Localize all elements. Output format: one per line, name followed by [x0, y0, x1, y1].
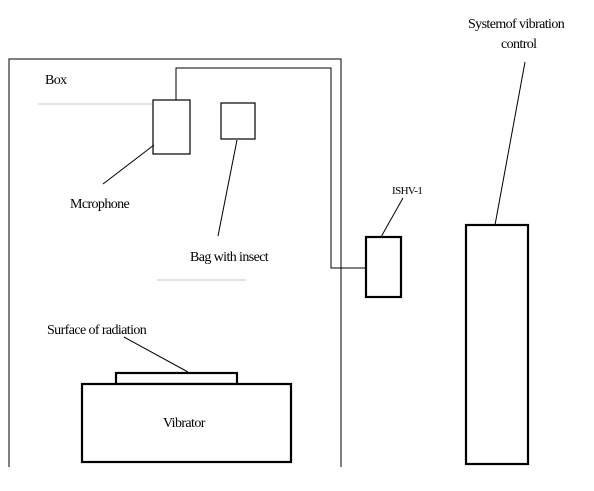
bag-pointer [217, 139, 238, 237]
ishv-1-device [364, 235, 403, 299]
surface-label: Surface of radiation [47, 323, 147, 338]
bag-with-insect [220, 102, 256, 140]
microphone [152, 99, 191, 155]
ishv-pointer [380, 197, 404, 238]
box-enclosure [8, 58, 342, 467]
system-label-line1: Systemof vibration [468, 17, 565, 32]
radiation-surface [114, 371, 239, 386]
box-label: Box [45, 73, 67, 88]
vibrator-label: Vibrator [163, 416, 206, 431]
vibrator [80, 382, 293, 464]
vibration-control-system [464, 223, 530, 466]
microphone-pointer [102, 144, 155, 185]
surface-pointer [123, 336, 189, 373]
microphone-cable [175, 67, 366, 269]
microphone-label: Mcrophone [70, 197, 130, 212]
system-label-line2: control [501, 37, 537, 52]
bag-with-insect-label: Bag with insect [190, 250, 269, 265]
system-pointer [494, 61, 526, 226]
ishv-label: ISHV-1 [392, 185, 422, 197]
